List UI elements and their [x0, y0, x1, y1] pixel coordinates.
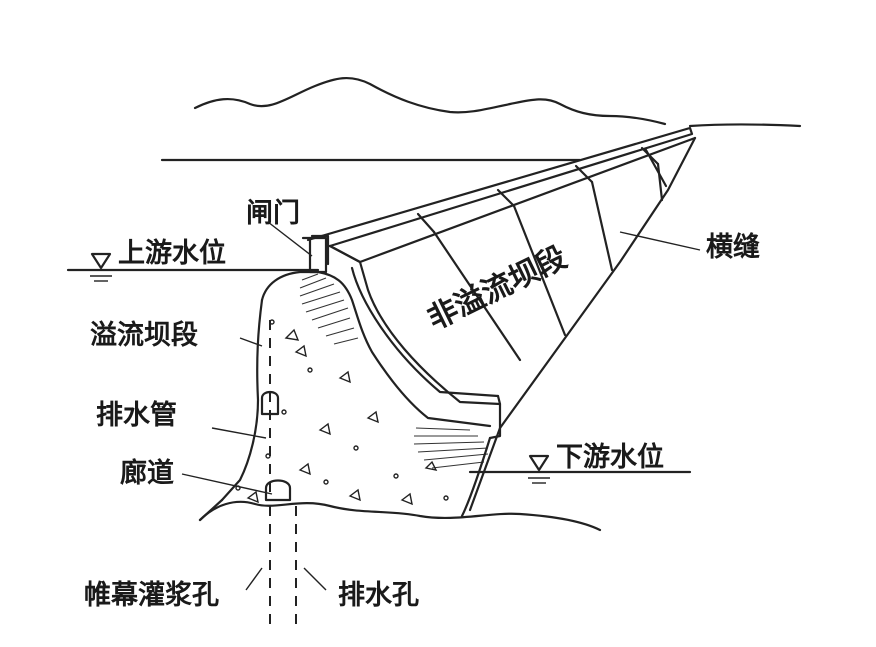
non-overflow-downstream-face [468, 136, 697, 512]
downstream-water-level-icon [528, 454, 550, 484]
transverse-joints [432, 148, 668, 362]
gallery-opening [264, 479, 292, 502]
label-drain-pipe: 排水管 [96, 400, 177, 431]
leader-drain-hole [303, 567, 327, 591]
label-gallery: 廊道 [120, 457, 174, 489]
spillway-ogee-surface [260, 270, 492, 428]
bucket-hatching [413, 427, 489, 469]
leader-drain-pipe [211, 427, 267, 439]
label-curtain-grout-hole: 帷幕灌浆孔 [84, 579, 219, 611]
spillway-side-wall-inner [350, 266, 500, 398]
leader-spillway-section [239, 337, 263, 347]
concrete-aggregate [235, 319, 449, 506]
spillway-toe [460, 436, 492, 518]
spillway-gate [301, 236, 328, 274]
leader-gate [267, 221, 313, 257]
dam-crest-parapet [310, 234, 330, 266]
inspection-chamber [260, 390, 280, 416]
upstream-water-level-icon [90, 252, 112, 282]
label-gate: 闸门 [246, 198, 300, 229]
dam-upstream-face [220, 298, 264, 502]
dam-crest-lower-edge [328, 136, 697, 264]
leader-transverse-joint [619, 231, 701, 251]
leader-gallery [181, 473, 273, 495]
label-drain-hole: 排水孔 [338, 580, 419, 611]
dam-crest-top [306, 126, 694, 248]
label-non-overflow-section: 非溢流坝段 [422, 240, 572, 337]
spillway-side-wall-outer [328, 244, 502, 406]
foundation-ground-left [198, 498, 224, 522]
mountain-ridge-right [688, 123, 802, 128]
label-upstream-level: 上游水位 [118, 237, 226, 269]
label-transverse-joint: 横缝 [706, 231, 760, 263]
label-downstream-level: 下游水位 [556, 441, 664, 473]
crest-hatching [299, 273, 359, 345]
leader-curtain-grout-hole [245, 567, 263, 591]
foundation-ground [198, 500, 602, 532]
label-spillway-section: 溢流坝段 [90, 320, 198, 351]
spillway-wall-step [488, 394, 502, 440]
mountain-ridge [193, 77, 667, 126]
